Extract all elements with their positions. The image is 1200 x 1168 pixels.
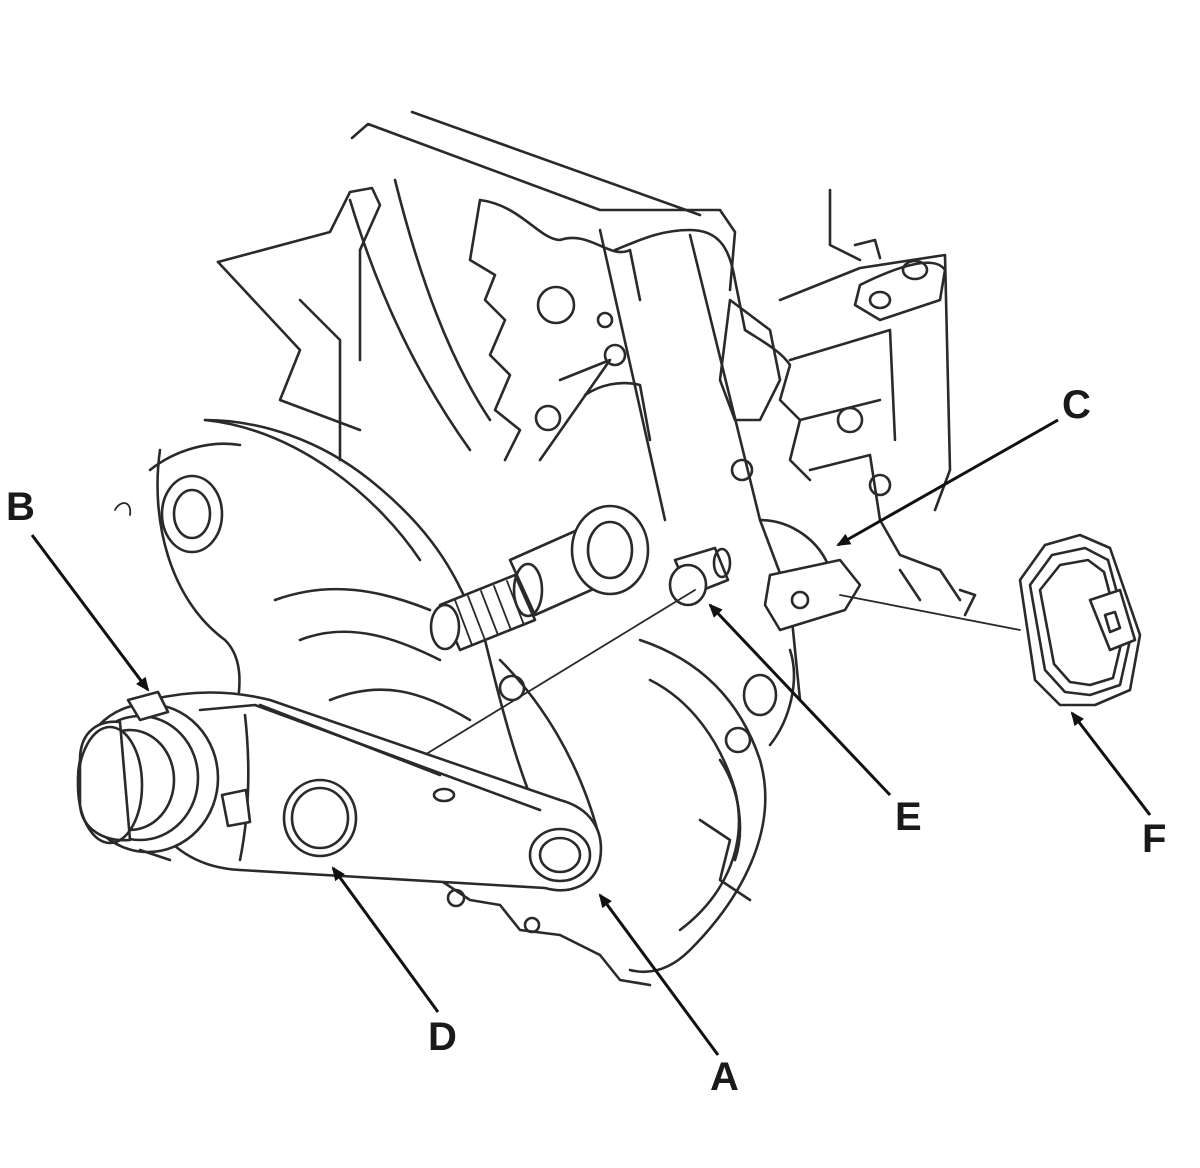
transmission-housing xyxy=(114,110,977,987)
rubber-mount-part xyxy=(1018,533,1142,707)
callout-label-a: A xyxy=(710,1055,739,1099)
mount-stud xyxy=(668,546,732,607)
leader-b xyxy=(30,534,150,692)
callout-label-d: D xyxy=(428,1015,457,1059)
leader-e xyxy=(708,603,892,797)
leader-f xyxy=(1070,711,1152,816)
alignment-line xyxy=(399,589,696,771)
callout-labels: A B C D E F xyxy=(6,383,1166,1099)
callout-label-e: E xyxy=(895,795,922,839)
transmission-mount-bracket xyxy=(76,690,603,892)
axle-shaft xyxy=(429,504,650,652)
leader-d xyxy=(331,866,440,1013)
leader-c xyxy=(836,418,1059,547)
leader-a xyxy=(598,893,720,1056)
callout-label-f: F xyxy=(1142,817,1166,861)
callout-label-c: C xyxy=(1062,383,1091,427)
alignment-line-2 xyxy=(839,594,1021,631)
callout-leaders xyxy=(30,418,1152,1056)
callout-label-b: B xyxy=(6,485,35,529)
